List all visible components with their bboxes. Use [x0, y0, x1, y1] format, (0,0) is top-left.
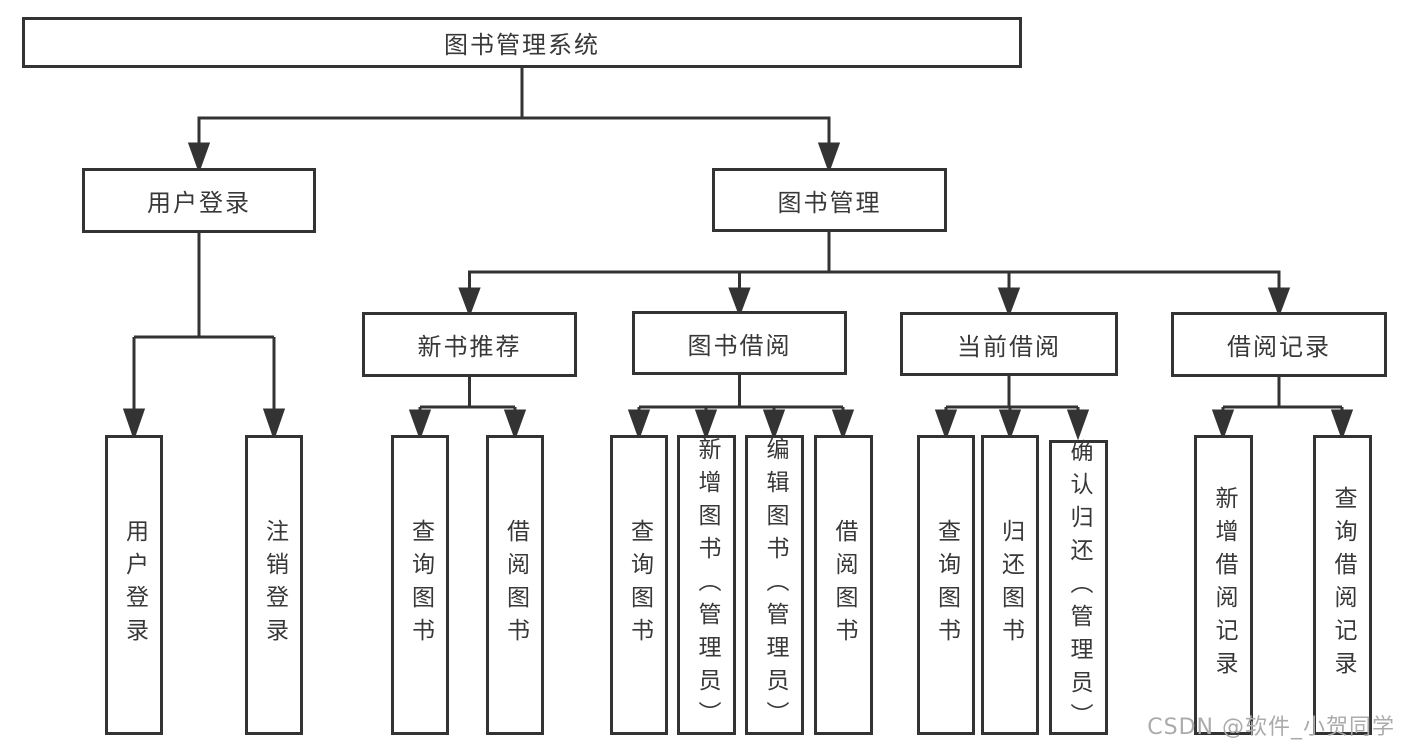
leaf-borrowing-add-admin-label: 新增图书（管理员） [694, 436, 720, 734]
node-book-borrowing: 图书借阅 [632, 311, 847, 375]
leaf-borrowing-query-label: 查询图书 [626, 519, 653, 651]
leaf-newbooks-borrow: 借阅图书 [486, 435, 544, 735]
leaf-logout: 注销登录 [245, 435, 303, 735]
leaf-current-return: 归还图书 [981, 435, 1039, 735]
node-book-borrowing-label: 图书借阅 [687, 331, 792, 360]
leaf-borrowing-query: 查询图书 [610, 435, 668, 735]
leaf-borrowing-borrow-label: 借阅图书 [831, 519, 857, 651]
leaf-records-add-label: 新增借阅记录 [1211, 486, 1237, 684]
leaf-current-query: 查询图书 [917, 435, 975, 735]
leaf-borrowing-edit-admin: 编辑图书（管理员） [745, 435, 804, 735]
leaf-current-query-label: 查询图书 [933, 519, 960, 651]
node-borrow-records-label: 借阅记录 [1227, 333, 1331, 361]
node-new-book-recommend-label: 新书推荐 [417, 333, 522, 361]
leaf-records-add: 新增借阅记录 [1194, 435, 1253, 735]
leaf-borrowing-add-admin: 新增图书（管理员） [677, 435, 736, 735]
node-borrow-records: 借阅记录 [1171, 312, 1387, 377]
node-current-borrowing-label: 当前借阅 [957, 332, 1061, 361]
leaf-current-confirm-admin: 确认归还（管理员） [1049, 439, 1108, 736]
csdn-watermark: CSDN @软件_小贺同学 [1147, 715, 1395, 740]
node-root: 图书管理系统 [22, 17, 1022, 68]
node-user-login-label: 用户登录 [147, 189, 251, 217]
leaf-current-return-label: 归还图书 [997, 519, 1024, 651]
leaf-user-login-label: 用户登录 [121, 519, 148, 651]
leaf-user-login: 用户登录 [105, 435, 163, 735]
node-root-label: 图书管理系统 [444, 31, 600, 59]
leaf-newbooks-query: 查询图书 [391, 435, 449, 735]
leaf-logout-label: 注销登录 [261, 519, 288, 651]
leaf-newbooks-borrow-label: 借阅图书 [502, 519, 529, 651]
leaf-records-query-label: 查询借阅记录 [1330, 486, 1356, 684]
leaf-borrowing-borrow: 借阅图书 [814, 435, 873, 735]
node-book-management: 图书管理 [712, 168, 947, 232]
leaf-records-query: 查询借阅记录 [1313, 435, 1372, 735]
node-current-borrowing: 当前借阅 [900, 312, 1118, 376]
node-user-login: 用户登录 [82, 168, 316, 233]
leaf-borrowing-edit-admin-label: 编辑图书（管理员） [762, 436, 788, 734]
leaf-current-confirm-admin-label: 确认归还（管理员） [1066, 439, 1092, 736]
node-book-management-label: 图书管理 [777, 188, 882, 217]
node-new-book-recommend: 新书推荐 [362, 312, 577, 377]
leaf-newbooks-query-label: 查询图书 [407, 519, 434, 651]
